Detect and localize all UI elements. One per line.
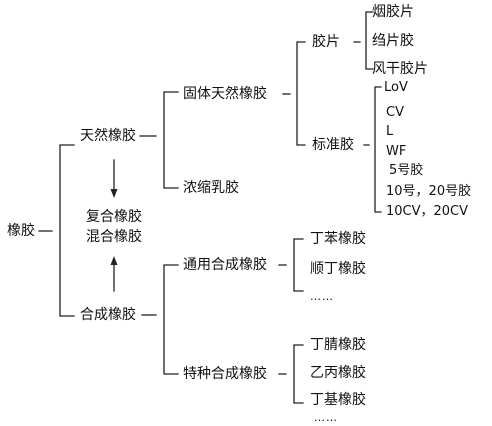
sheet-bracket bbox=[365, 11, 374, 70]
standard-item: WF bbox=[386, 144, 407, 159]
general-bracket bbox=[293, 238, 304, 292]
standard-item: CV bbox=[386, 105, 404, 120]
synthetic-bracket bbox=[163, 264, 179, 375]
general-item: 丁苯橡胶 bbox=[310, 231, 366, 247]
root-bracket bbox=[59, 144, 75, 317]
special-item: 丁基橡胶 bbox=[310, 392, 366, 408]
arrow-down-head bbox=[110, 189, 118, 198]
natural-bracket bbox=[163, 91, 179, 189]
root-label: 橡胶 bbox=[7, 223, 35, 239]
special-more: …… bbox=[314, 411, 338, 424]
standard-bracket bbox=[374, 86, 382, 213]
arrow-up-head bbox=[110, 256, 118, 265]
solid-bracket bbox=[296, 41, 306, 146]
standard-item: 10CV，20CV bbox=[386, 204, 469, 219]
special-item: 丁腈橡胶 bbox=[310, 337, 366, 353]
sheet-item: 风干胶片 bbox=[372, 61, 428, 77]
synthetic-rubber-label: 合成橡胶 bbox=[80, 307, 136, 323]
concentrated-latex-label: 浓缩乳胶 bbox=[183, 180, 239, 196]
special-synthetic-label: 特种合成橡胶 bbox=[183, 366, 267, 382]
composite-rubber-label: 复合橡胶 bbox=[86, 209, 142, 225]
sheet-item: 绉片胶 bbox=[372, 33, 414, 49]
natural-rubber-label: 天然橡胶 bbox=[80, 128, 136, 144]
special-bracket bbox=[293, 344, 304, 404]
standard-rubber-label: 标准胶 bbox=[312, 137, 354, 153]
standard-item: LoV bbox=[384, 80, 408, 95]
standard-item: 10号，20号胶 bbox=[386, 184, 472, 199]
general-more: …… bbox=[310, 290, 334, 303]
standard-item: L bbox=[386, 124, 394, 139]
solid-natural-rubber-label: 固体天然橡胶 bbox=[183, 86, 267, 102]
general-synthetic-label: 通用合成橡胶 bbox=[183, 257, 267, 273]
standard-item: 5号胶 bbox=[389, 163, 424, 178]
general-item: 顺丁橡胶 bbox=[310, 261, 366, 277]
special-item: 乙丙橡胶 bbox=[310, 365, 366, 381]
sheet-rubber-label: 胶片 bbox=[312, 34, 340, 50]
sheet-item: 烟胶片 bbox=[372, 4, 414, 20]
mixed-rubber-label: 混合橡胶 bbox=[86, 229, 142, 245]
